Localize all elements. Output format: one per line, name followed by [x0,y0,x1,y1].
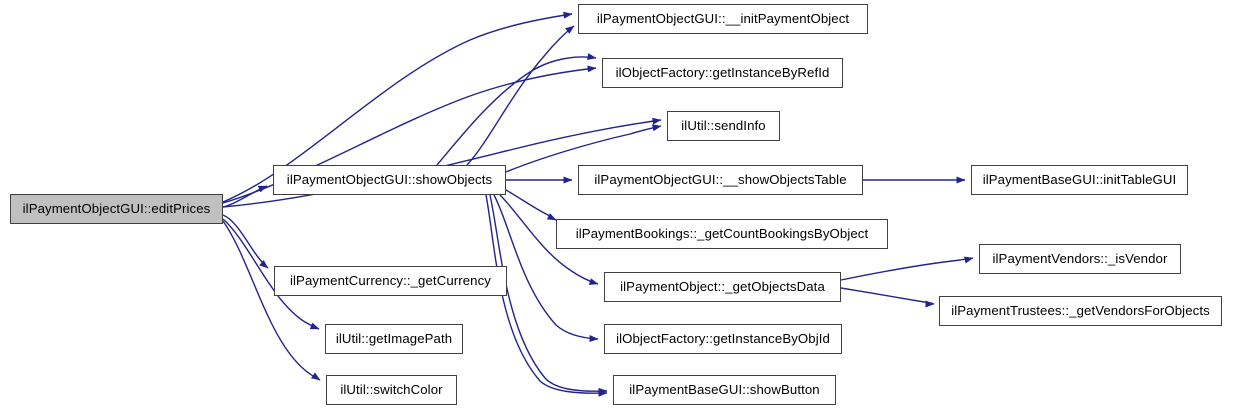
edge-showObjects-to-getInstanceByRefId [436,53,597,166]
node-getImagePath[interactable]: ilUtil::getImagePath [325,324,463,354]
node-sendInfo[interactable]: ilUtil::sendInfo [667,111,780,141]
node-label-getCountBookingsByObject: ilPaymentBookings::_getCountBookingsByOb… [575,226,869,242]
node-label-editPrices: ilPaymentObjectGUI::editPrices [22,201,211,217]
node-label-sendInfo: ilUtil::sendInfo [681,118,766,134]
node-label-showButton: ilPaymentBaseGUI::showButton [629,382,820,398]
node-getCurrency[interactable]: ilPaymentCurrency::_getCurrency [274,266,507,296]
node-label-getInstanceByObjId: ilObjectFactory::getInstanceByObjId [616,331,830,347]
edge-editPrices-to-getCurrency [222,214,269,269]
node-label-switchColor: ilUtil::switchColor [340,382,443,398]
edge-editPrices-to-showObjects [222,185,268,208]
node-label-getImagePath: ilUtil::getImagePath [335,331,453,347]
node-getVendorsForObjects[interactable]: ilPaymentTrustees::_getVendorsForObjects [939,296,1222,326]
node-label-isVendor: ilPaymentVendors::_isVendor [992,251,1168,267]
node-label-getInstanceByRefId: ilObjectFactory::getInstanceByRefId [615,65,830,81]
edge-showObjects-to-getCountBookingsByObject [505,189,557,221]
node-label-getCurrency: ilPaymentCurrency::_getCurrency [290,273,491,289]
node-showObjects[interactable]: ilPaymentObjectGUI::showObjects [273,165,506,195]
edge-editPrices-to-getImagePath [222,218,320,330]
edge-editPrices-to-sendInfo [222,117,662,208]
node-initTableGUI[interactable]: ilPaymentBaseGUI::initTableGUI [971,165,1188,195]
node-showButton[interactable]: ilPaymentBaseGUI::showButton [613,375,836,405]
node-getInstanceByRefId[interactable]: ilObjectFactory::getInstanceByRefId [602,58,843,88]
edge-showObjects-to-showButton [485,194,608,397]
node-isVendor[interactable]: ilPaymentVendors::_isVendor [979,244,1181,274]
node-initPaymentObject[interactable]: ilPaymentObjectGUI::__initPaymentObject [578,4,868,34]
node-label-getObjectsData: ilPaymentObject::_getObjectsData [620,279,825,295]
edge-showObjects-to-initPaymentObject [466,25,575,166]
node-getObjectsData[interactable]: ilPaymentObject::_getObjectsData [604,272,841,302]
node-getInstanceByObjId[interactable]: ilObjectFactory::getInstanceByObjId [604,324,842,354]
node-switchColor[interactable]: ilUtil::switchColor [326,375,457,405]
edge-editPrices-to-switchColor [222,220,321,381]
edge-getObjectsData-to-isVendor [840,256,974,281]
edge-showObjects-to-showButton [489,194,608,395]
node-showObjectsTable[interactable]: ilPaymentObjectGUI::__showObjectsTable [578,165,863,195]
node-label-initTableGUI: ilPaymentBaseGUI::initTableGUI [982,172,1177,188]
node-label-showObjectsTable: ilPaymentObjectGUI::__showObjectsTable [594,172,847,188]
edge-showObjects-to-sendInfo [505,124,662,173]
node-getCountBookingsByObject[interactable]: ilPaymentBookings::_getCountBookingsByOb… [556,219,888,249]
node-label-showObjects: ilPaymentObjectGUI::showObjects [286,172,493,188]
node-label-initPaymentObject: ilPaymentObjectGUI::__initPaymentObject [596,11,850,27]
node-editPrices[interactable]: ilPaymentObjectGUI::editPrices [10,194,223,224]
node-label-getVendorsForObjects: ilPaymentTrustees::_getVendorsForObjects [951,303,1210,319]
edge-showObjects-to-getInstanceByObjId [493,194,599,343]
edge-showObjects-to-getObjectsData [499,194,599,285]
edge-getObjectsData-to-getVendorsForObjects [840,287,935,308]
